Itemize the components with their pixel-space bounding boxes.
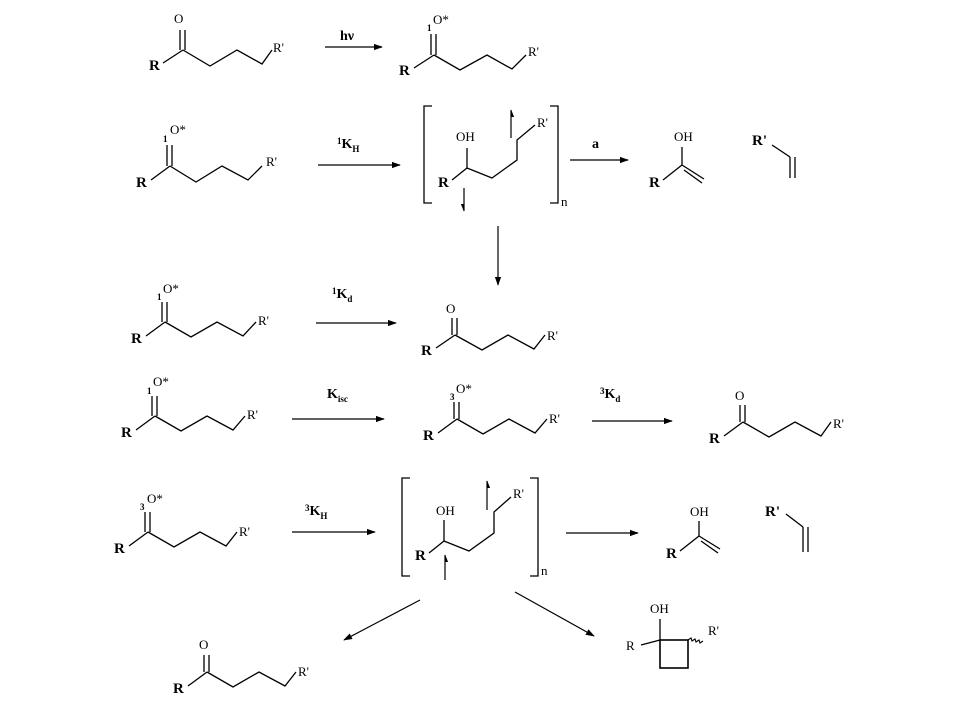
svg-text:O: O (446, 301, 455, 316)
enol-product-row5: OH R (666, 504, 721, 562)
singlet-excited-ketone-row2: R 1 O* R' (136, 122, 277, 191)
svg-text:3: 3 (450, 392, 455, 402)
singlet-biradical-bracket: n OH R R' (423, 105, 568, 212)
svg-text:R: R (626, 638, 635, 653)
svg-text:1: 1 (147, 386, 152, 396)
svg-text:R: R (399, 63, 410, 79)
svg-text:O*: O* (433, 12, 449, 27)
hv-label: hν (340, 29, 355, 44)
alkene-product-row5: R' (765, 504, 809, 552)
svg-text:O: O (199, 637, 208, 652)
k-d-singlet-label: 1Kd (332, 286, 352, 304)
svg-text:R': R' (298, 664, 309, 679)
svg-text:3: 3 (140, 502, 145, 512)
ground-state-ketone-row6: R O R' (173, 637, 309, 697)
cyclobutanol-product: OH R R' (626, 601, 719, 669)
svg-text:O*: O* (153, 374, 169, 389)
alkene-product-row2: R' (752, 133, 796, 178)
ground-state-ketone-row3: R O R' (421, 301, 558, 359)
svg-text:R: R (438, 175, 449, 191)
svg-text:R: R (136, 175, 147, 191)
ground-state-ketone-row1: R O R' (149, 11, 284, 74)
svg-text:R': R' (547, 328, 558, 343)
k-h-triplet-label: 3KH (305, 503, 327, 521)
svg-text:R: R (709, 431, 720, 447)
svg-text:R: R (149, 58, 160, 74)
svg-text:O*: O* (147, 491, 163, 506)
singlet-excited-ketone-row4: R 1 O* R' (121, 374, 258, 441)
triplet-excited-ketone-row4: R 3 O* R' (423, 381, 560, 444)
svg-text:1: 1 (163, 134, 168, 144)
k-d-triplet-label: 3Kd (600, 386, 620, 404)
svg-text:R: R (666, 546, 677, 562)
svg-text:R': R' (537, 115, 548, 130)
svg-text:1: 1 (427, 23, 432, 33)
svg-text:R: R (421, 343, 432, 359)
svg-text:R': R' (833, 416, 844, 431)
k-h-singlet-label: 1KH (337, 136, 359, 154)
svg-text:n: n (541, 563, 548, 578)
cleavage-a-label: a (592, 137, 599, 152)
triplet-excited-ketone-row5: R 3 O* R' (114, 491, 250, 557)
svg-text:OH: OH (650, 601, 669, 616)
svg-text:R': R' (765, 504, 780, 520)
svg-text:R: R (649, 175, 660, 191)
svg-text:R': R' (708, 623, 719, 638)
svg-text:1: 1 (157, 292, 162, 302)
k-isc-label: Kisc (327, 387, 348, 404)
svg-text:R': R' (752, 133, 767, 149)
svg-text:R: R (114, 541, 125, 557)
yang-cyclization-arrow (514, 591, 595, 637)
triplet-biradical-bracket: n OH R R' (401, 477, 548, 580)
svg-text:R': R' (258, 313, 269, 328)
svg-text:O*: O* (456, 381, 472, 396)
enol-product-row2: OH R (649, 129, 705, 191)
svg-text:R: R (173, 681, 184, 697)
svg-text:O*: O* (170, 122, 186, 137)
svg-text:n: n (561, 194, 568, 209)
svg-text:OH: OH (690, 504, 709, 519)
svg-text:R: R (423, 428, 434, 444)
svg-text:OH: OH (456, 129, 475, 144)
svg-text:R': R' (266, 154, 277, 169)
svg-text:O: O (174, 11, 183, 26)
singlet-excited-ketone-row1: R 1 O* R' (399, 12, 539, 79)
svg-text:R': R' (549, 411, 560, 426)
svg-text:R: R (121, 425, 132, 441)
svg-text:R': R' (528, 44, 539, 59)
svg-text:R': R' (513, 486, 524, 501)
svg-text:R': R' (239, 524, 250, 539)
svg-text:OH: OH (436, 503, 455, 518)
svg-text:OH: OH (674, 129, 693, 144)
svg-text:R': R' (273, 40, 284, 55)
svg-text:R': R' (247, 407, 258, 422)
reverse-transfer-arrow-triplet (343, 599, 421, 641)
svg-text:R: R (415, 548, 426, 564)
ground-state-ketone-row4: R O R' (709, 388, 844, 447)
svg-text:O: O (735, 388, 744, 403)
svg-text:R: R (131, 331, 142, 347)
singlet-excited-ketone-row3: R 1 O* R' (131, 281, 269, 347)
svg-text:O*: O* (163, 281, 179, 296)
